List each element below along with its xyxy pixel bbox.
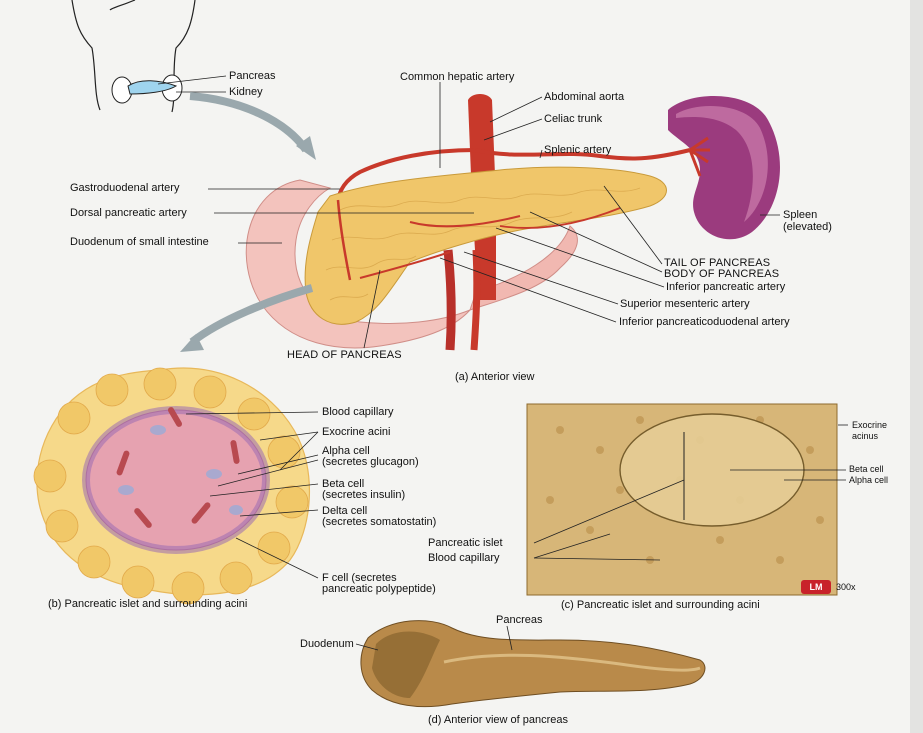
label-b-beta-cell-note: (secretes insulin)	[322, 489, 405, 502]
caption-b: (b) Pancreatic islet and surrounding aci…	[48, 598, 247, 611]
inset-label-pancreas: Pancreas	[229, 70, 275, 83]
label-inferior-pancreatic-artery: Inferior pancreatic artery	[666, 281, 785, 294]
label-b-f-cell-note: pancreatic polypeptide)	[322, 583, 436, 596]
label-c-pancreatic-islet: Pancreatic islet	[428, 537, 503, 550]
label-superior-mesenteric-artery: Superior mesenteric artery	[620, 298, 750, 311]
caption-d: (d) Anterior view of pancreas	[428, 714, 568, 727]
label-c-blood-capillary: Blood capillary	[428, 552, 500, 565]
label-dorsal-pancreatic-artery: Dorsal pancreatic artery	[70, 207, 187, 220]
label-b-exocrine-acini: Exocrine acini	[322, 426, 390, 439]
label-b-alpha-cell-note: (secretes glucagon)	[322, 456, 419, 469]
label-d-pancreas: Pancreas	[496, 614, 542, 627]
label-inferior-pancreaticoduodenal-artery: Inferior pancreaticoduodenal artery	[619, 316, 790, 329]
caption-c: (c) Pancreatic islet and surrounding aci…	[561, 599, 760, 612]
micrograph-panel	[527, 404, 837, 595]
label-splenic-artery: Splenic artery	[544, 144, 611, 157]
label-c-beta-cell: Beta cell	[849, 464, 884, 475]
label-c-magnification: 300x	[836, 582, 856, 593]
label-c-alpha-cell: Alpha cell	[849, 475, 888, 486]
islet-illustration	[34, 368, 309, 604]
label-b-blood-capillary: Blood capillary	[322, 406, 394, 419]
label-gastroduodenal-artery: Gastroduodenal artery	[70, 182, 179, 195]
label-c-acinus: acinus	[852, 431, 878, 442]
caption-a: (a) Anterior view	[455, 371, 534, 384]
inset-label-kidney: Kidney	[229, 86, 263, 99]
label-head-of-pancreas: HEAD OF PANCREAS	[287, 349, 402, 362]
label-common-hepatic-artery: Common hepatic artery	[400, 71, 514, 84]
label-b-delta-cell-note: (secretes somatostatin)	[322, 516, 436, 529]
anterior-view-illustration	[246, 94, 780, 350]
label-duodenum-small-intestine: Duodenum of small intestine	[70, 236, 209, 249]
zoom-arrow-top	[190, 96, 306, 150]
label-spleen-elevated: (elevated)	[783, 221, 832, 234]
label-d-duodenum: Duodenum	[300, 638, 354, 651]
label-body-of-pancreas: BODY OF PANCREAS	[664, 268, 779, 281]
specimen-photo	[361, 621, 705, 707]
label-c-exocrine: Exocrine	[852, 420, 887, 431]
lm-badge: LM	[801, 580, 831, 594]
label-celiac-trunk: Celiac trunk	[544, 113, 602, 126]
label-abdominal-aorta: Abdominal aorta	[544, 91, 624, 104]
